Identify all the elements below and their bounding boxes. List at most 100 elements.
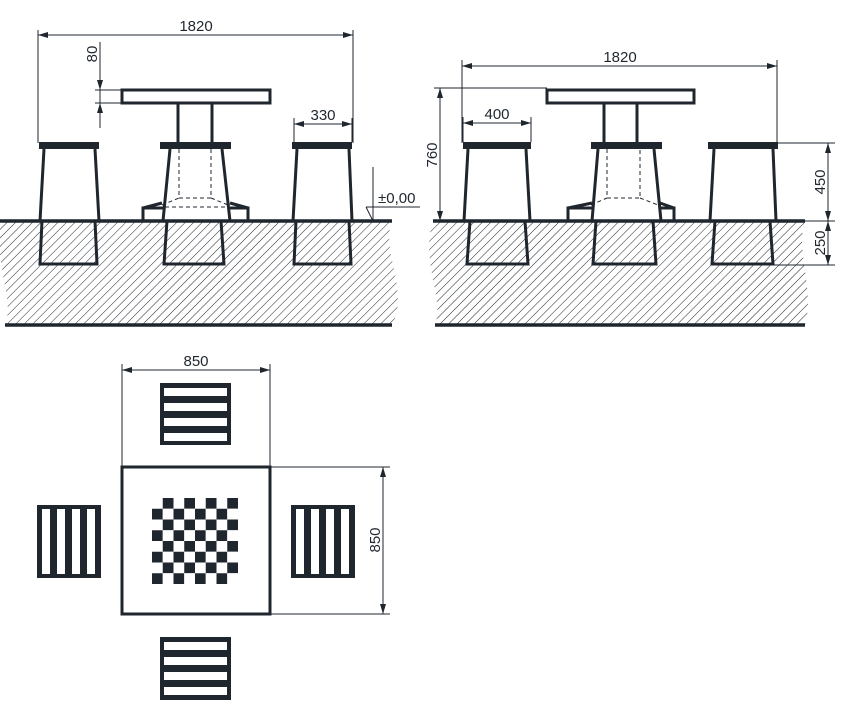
board-square <box>205 562 217 574</box>
board-square <box>227 530 238 541</box>
board-square <box>195 519 206 531</box>
ground-section-hatch <box>0 221 398 325</box>
board-square <box>227 519 238 531</box>
board-square <box>216 573 228 584</box>
board-square <box>195 508 206 520</box>
table-top-plan <box>120 465 272 616</box>
dim-foundation-depth: 250 <box>812 230 829 255</box>
dim-overall-width: 1820 <box>179 18 212 35</box>
board-square <box>173 551 185 563</box>
board-square <box>227 551 238 563</box>
dimension-330: 330 <box>293 107 353 142</box>
table-column <box>176 103 214 143</box>
board-square <box>173 508 185 520</box>
board-square <box>205 541 217 552</box>
board-square <box>216 530 228 541</box>
board-square <box>205 530 217 541</box>
board-square <box>184 508 195 520</box>
dimension-760: 760 <box>424 87 547 221</box>
board-square <box>162 541 174 552</box>
board-square <box>216 498 228 509</box>
board-square <box>152 562 163 574</box>
stool-right <box>708 142 778 222</box>
board-square <box>205 498 217 509</box>
chess-board <box>152 498 238 584</box>
ground-level-label: ±0,00 <box>378 190 415 207</box>
board-square <box>152 519 163 531</box>
table-pedestal <box>566 142 676 222</box>
board-square <box>173 562 185 574</box>
board-square <box>205 508 217 520</box>
dimension-80: 80 <box>84 42 122 128</box>
level-mark: ±0,00 <box>365 167 420 222</box>
board-square <box>162 573 174 584</box>
stool-bottom-plan <box>160 637 231 700</box>
board-square <box>216 551 228 563</box>
stool-right-plan <box>291 505 355 578</box>
board-square <box>184 541 195 552</box>
board-square <box>195 498 206 509</box>
board-square <box>184 562 195 574</box>
board-square <box>173 541 185 552</box>
board-square <box>152 498 163 509</box>
board-square <box>173 519 185 531</box>
dim-table-width: 850 <box>183 353 208 370</box>
board-square <box>162 562 174 574</box>
board-square <box>227 562 238 574</box>
dim-table-depth: 850 <box>367 527 384 552</box>
board-square <box>184 551 195 563</box>
board-square <box>227 573 238 584</box>
board-square <box>184 519 195 531</box>
dim-stool-width: 330 <box>310 107 335 124</box>
dim-stool-width: 400 <box>484 106 509 123</box>
table-pedestal <box>141 142 250 222</box>
table-column <box>602 103 639 143</box>
board-square <box>227 498 238 509</box>
board-square <box>184 530 195 541</box>
board-square <box>216 519 228 531</box>
dimension-400: 400 <box>462 106 532 142</box>
board-square <box>162 551 174 563</box>
board-square <box>152 573 163 584</box>
dimension-850-width: 850 <box>121 353 271 467</box>
board-square <box>227 541 238 552</box>
side-elevation: 1820 760 400 450 250 <box>424 49 835 327</box>
board-square <box>195 530 206 541</box>
board-square <box>162 498 174 509</box>
stool-left <box>462 142 532 222</box>
board-square <box>205 519 217 531</box>
board-square <box>162 508 174 520</box>
dim-stool-height: 450 <box>812 169 829 194</box>
stool-left-plan <box>37 505 101 578</box>
front-elevation: 1820 80 330 ±0,00 <box>0 18 420 327</box>
board-square <box>216 541 228 552</box>
stool-left <box>38 142 101 222</box>
plan-view: 850 850 <box>37 353 390 700</box>
tabletop <box>120 88 272 105</box>
board-square <box>195 541 206 552</box>
board-square <box>184 498 195 509</box>
board-square <box>152 508 163 520</box>
dimension-1820-side: 1820 <box>461 49 778 143</box>
board-square <box>195 573 206 584</box>
stool-top-plan <box>160 383 231 445</box>
dimension-1820-front: 1820 <box>37 18 354 143</box>
board-square <box>205 573 217 584</box>
dim-overall-width: 1820 <box>603 49 636 66</box>
ground-section-hatch <box>429 221 808 325</box>
board-square <box>173 530 185 541</box>
dim-table-height: 760 <box>424 142 441 167</box>
dim-tabletop-thickness: 80 <box>84 46 101 63</box>
board-square <box>162 530 174 541</box>
tabletop <box>545 88 696 105</box>
board-square <box>216 508 228 520</box>
stool-right <box>291 142 354 222</box>
board-square <box>216 562 228 574</box>
board-square <box>195 551 206 563</box>
board-square <box>227 508 238 520</box>
board-square <box>152 541 163 552</box>
dimension-850-depth: 850 <box>270 466 390 615</box>
board-square <box>152 530 163 541</box>
board-square <box>173 498 185 509</box>
